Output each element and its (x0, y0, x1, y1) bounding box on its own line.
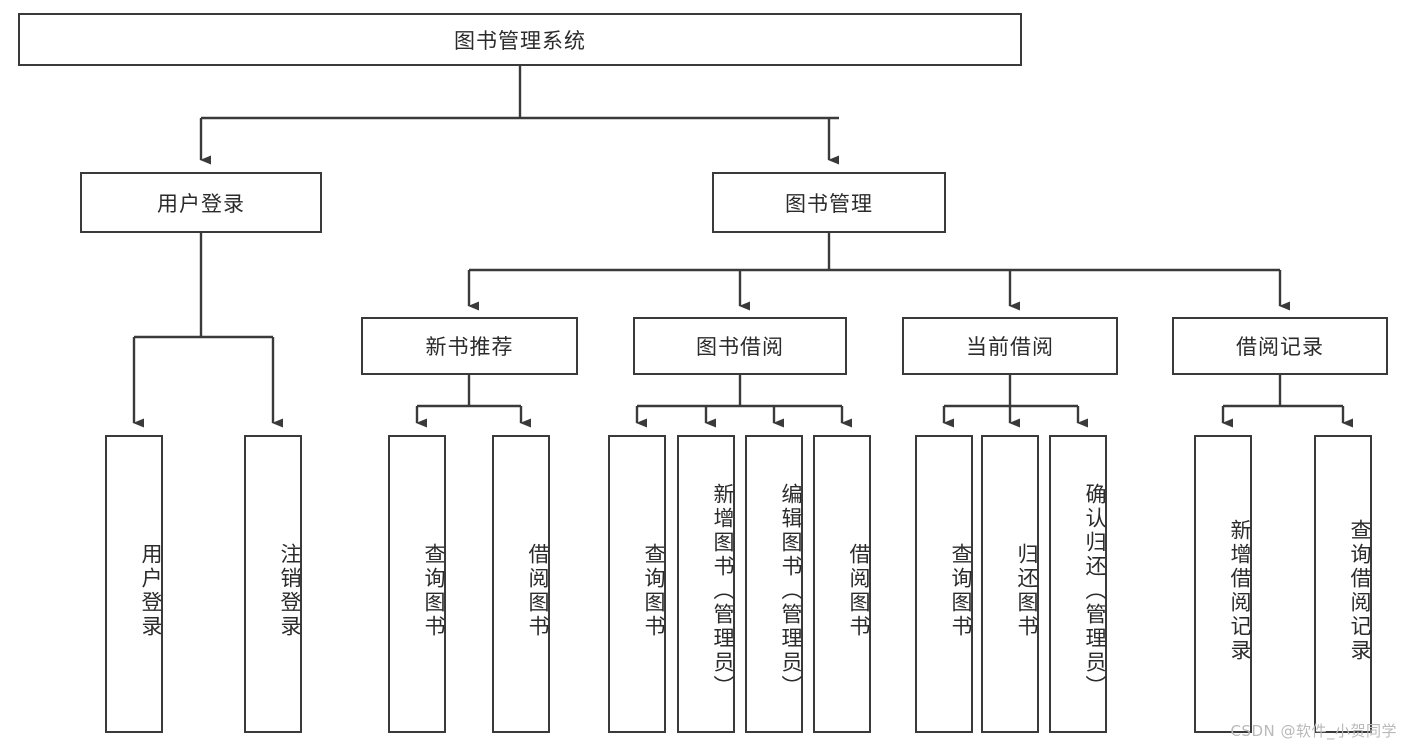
node-root-book-management-system[interactable]: 图书管理系统 (18, 13, 1022, 66)
leaf-user-login-logout[interactable]: 注销登录 (244, 435, 302, 733)
node-label: 编辑图书（管理员） (779, 483, 803, 699)
leaf-user-login-login[interactable]: 用户登录 (105, 435, 163, 733)
node-user-login[interactable]: 用户登录 (80, 172, 322, 233)
node-label: 确认归还（管理员） (1083, 483, 1107, 699)
leaf-new-book-query-book[interactable]: 查询图书 (388, 435, 446, 733)
leaf-current-borrow-confirm-return[interactable]: 确认归还（管理员） (1049, 435, 1107, 733)
node-label: 借阅记录 (1236, 335, 1324, 359)
node-label: 新书推荐 (425, 335, 514, 359)
node-book-borrow[interactable]: 图书借阅 (633, 317, 847, 375)
node-label: 查询图书 (642, 543, 666, 639)
leaf-book-borrow-edit-book[interactable]: 编辑图书（管理员） (745, 435, 803, 733)
leaf-book-borrow-borrow-book[interactable]: 借阅图书 (813, 435, 871, 733)
node-new-book-recommend[interactable]: 新书推荐 (361, 317, 578, 375)
node-label: 注销登录 (278, 543, 302, 639)
node-book-management[interactable]: 图书管理 (712, 172, 946, 233)
node-label: 新增借阅记录 (1228, 519, 1252, 663)
node-label: 查询借阅记录 (1348, 519, 1372, 663)
leaf-new-book-borrow-book[interactable]: 借阅图书 (492, 435, 550, 733)
node-current-borrow[interactable]: 当前借阅 (902, 317, 1118, 375)
leaf-book-borrow-add-book[interactable]: 新增图书（管理员） (677, 435, 735, 733)
node-label: 归还图书 (1015, 543, 1039, 639)
node-label: 借阅图书 (526, 543, 550, 639)
node-label: 用户登录 (139, 543, 163, 639)
node-label: 借阅图书 (847, 543, 871, 639)
leaf-borrow-record-query-record[interactable]: 查询借阅记录 (1314, 435, 1372, 733)
node-label: 查询图书 (422, 543, 446, 639)
node-label: 当前借阅 (966, 335, 1054, 359)
leaf-book-borrow-query-book[interactable]: 查询图书 (608, 435, 666, 733)
node-label: 图书管理 (785, 191, 873, 216)
leaf-borrow-record-add-record[interactable]: 新增借阅记录 (1194, 435, 1252, 733)
node-label: 图书管理系统 (454, 28, 586, 53)
node-label: 查询图书 (949, 543, 973, 639)
node-label: 新增图书（管理员） (711, 483, 735, 699)
node-borrow-record[interactable]: 借阅记录 (1172, 317, 1388, 375)
node-label: 用户登录 (157, 191, 245, 216)
leaf-current-borrow-query-book[interactable]: 查询图书 (915, 435, 973, 733)
leaf-current-borrow-return-book[interactable]: 归还图书 (981, 435, 1039, 733)
node-label: 图书借阅 (696, 335, 784, 359)
